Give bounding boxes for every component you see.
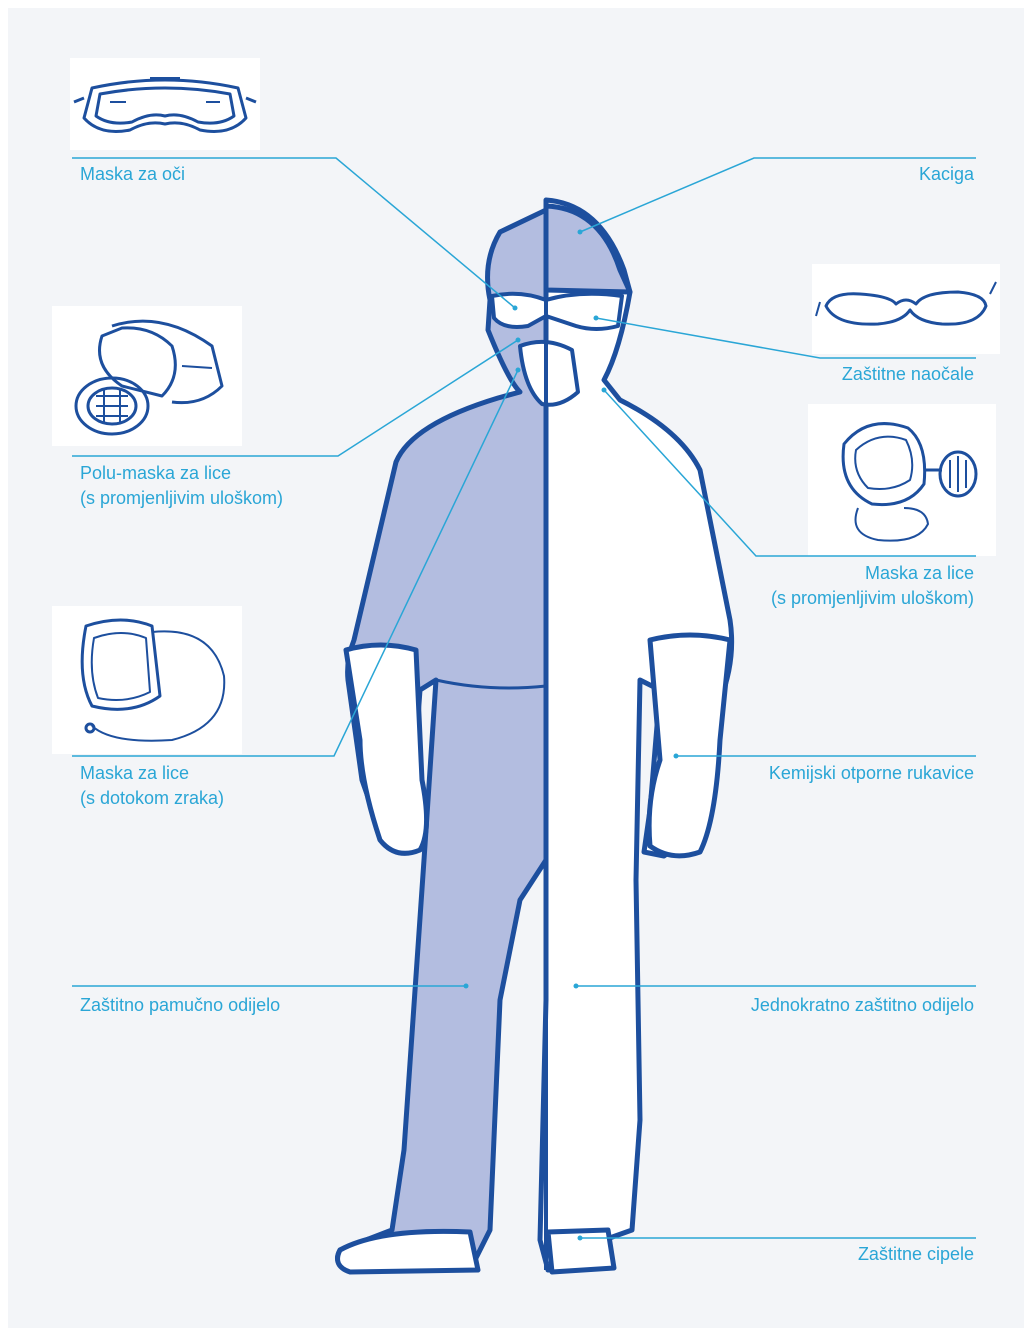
label-half-mask-line1: Polu-maska za lice	[80, 462, 231, 484]
label-full-mask-line2: (s promjenljivim uloškom)	[771, 587, 974, 609]
label-air-mask-line1: Maska za lice	[80, 762, 189, 784]
label-full-mask-line1: Maska za lice	[865, 562, 974, 584]
dot-air-mask	[516, 368, 521, 373]
label-air-mask-line2: (s dotokom zraka)	[80, 787, 224, 809]
label-shoes: Zaštitne cipele	[858, 1243, 974, 1265]
dot-glasses	[594, 316, 599, 321]
label-disposable-suit: Jednokratno zaštitno odijelo	[751, 994, 974, 1016]
leader-helmet	[580, 158, 976, 232]
label-eye-mask: Maska za oči	[80, 163, 185, 185]
dot-eye-mask	[513, 306, 518, 311]
dot-cotton-suit	[464, 984, 469, 989]
label-helmet: Kaciga	[919, 163, 974, 185]
dot-disposable-suit	[574, 984, 579, 989]
label-gloves: Kemijski otporne rukavice	[769, 762, 974, 784]
dot-half-mask	[516, 338, 521, 343]
left-shoe-shape	[338, 1231, 478, 1272]
label-safety-glasses: Zaštitne naočale	[842, 363, 974, 385]
dot-full-mask	[602, 388, 607, 393]
dot-gloves	[674, 754, 679, 759]
dot-shoes	[578, 1236, 583, 1241]
label-half-mask-line2: (s promjenljivim uloškom)	[80, 487, 283, 509]
leader-glasses	[596, 318, 976, 358]
right-glove-shape	[649, 635, 730, 856]
dot-helmet	[578, 230, 583, 235]
left-glove-shape	[346, 645, 427, 853]
label-cotton-suit: Zaštitno pamučno odijelo	[80, 994, 280, 1016]
